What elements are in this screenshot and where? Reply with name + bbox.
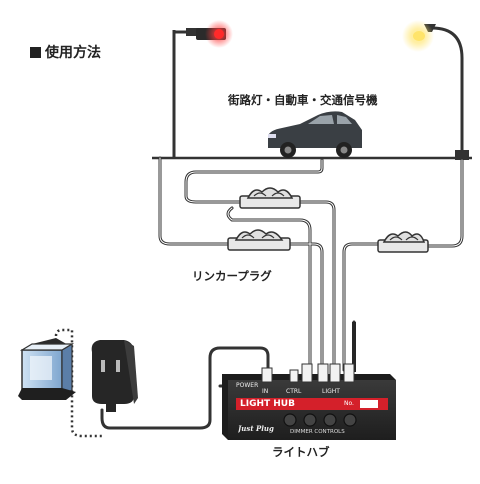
hub-power-label: POWER xyxy=(236,382,259,389)
hub-ctrl-label: CTRL xyxy=(286,388,302,395)
light-hub-device xyxy=(222,322,396,440)
hub-dimmer-label: DIMMER CONTROLS xyxy=(290,429,345,435)
hub-brand: Just Plug xyxy=(238,424,274,433)
hub-no-label: No. xyxy=(344,400,354,407)
street-lamp-icon xyxy=(402,20,469,160)
hub-light-label: LIGHT xyxy=(322,388,340,395)
ac-adapter-icon xyxy=(91,340,138,412)
page-title-text: 使用方法 xyxy=(45,45,101,61)
page-title: 使用方法 xyxy=(30,42,101,62)
light-hub-label: ライトハブ xyxy=(272,445,330,459)
vehicles-label: 街路灯・自動車・交通信号機 xyxy=(228,93,378,107)
hub-name: LIGHT HUB xyxy=(240,399,295,409)
title-square-icon xyxy=(30,47,41,58)
car-icon xyxy=(268,111,362,158)
battery-box-icon xyxy=(18,338,76,400)
linker-plug-icon xyxy=(227,187,429,253)
traffic-signal-icon xyxy=(172,20,233,158)
hub-in-label: IN xyxy=(262,388,269,395)
linker-plug-label: リンカープラグ xyxy=(192,269,272,283)
